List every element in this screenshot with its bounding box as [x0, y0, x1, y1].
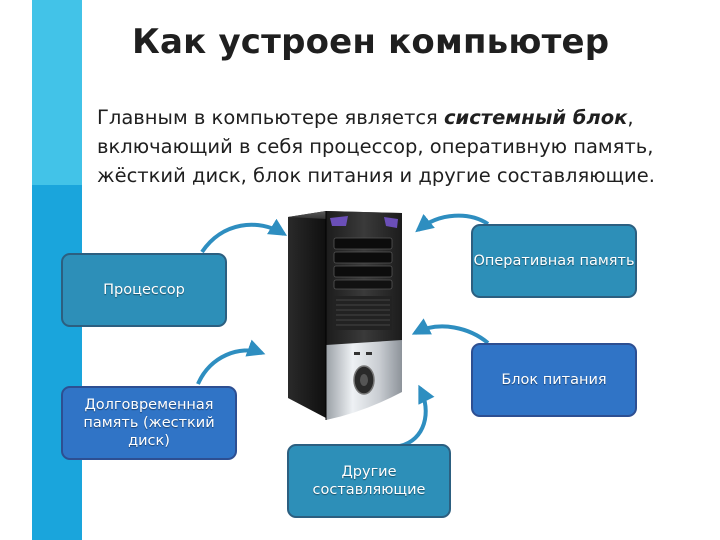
arrow-ram: [415, 213, 490, 233]
component-other-label: Другие составляющие: [312, 464, 426, 498]
component-psu-label: Блок питания: [501, 372, 607, 388]
arrow-hdd: [196, 339, 266, 385]
component-hdd-label: Долговременная память (жесткий диск): [83, 397, 215, 449]
component-psu: Блок питания: [471, 343, 637, 417]
intro-text-part2: , включающий в себя процессор, оперативн…: [97, 106, 655, 187]
arrow-other: [399, 384, 435, 448]
intro-text: Главным в компьютере является системный …: [97, 103, 697, 190]
slide-title: Как устроен компьютер: [132, 22, 610, 62]
arrow-psu: [411, 318, 490, 345]
arrow-processor: [200, 218, 288, 254]
intro-text-emphasis: системный блок: [443, 106, 628, 129]
component-other: Другие составляющие: [287, 444, 451, 518]
sidebar-accent-bottom: [32, 185, 82, 540]
component-processor-label: Процессор: [103, 282, 185, 298]
intro-text-part1: Главным в компьютере является: [97, 106, 444, 129]
component-ram: Оперативная память: [471, 224, 637, 298]
sidebar-accent-top: [32, 0, 82, 185]
component-hdd: Долговременная память (жесткий диск): [61, 386, 237, 460]
component-processor: Процессор: [61, 253, 227, 327]
component-ram-label: Оперативная память: [473, 253, 635, 269]
